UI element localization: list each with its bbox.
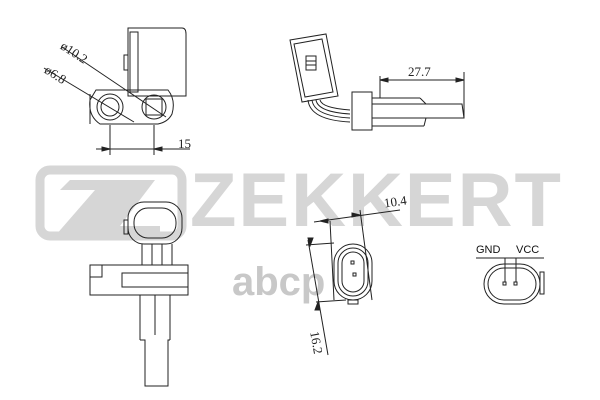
sensor-side-view bbox=[43, 27, 190, 155]
pin-label-vcc: VCC bbox=[516, 244, 540, 256]
pin-label-gnd: GND bbox=[476, 244, 501, 256]
sensor-front-view bbox=[89, 201, 189, 387]
connector-dim-view bbox=[305, 209, 401, 356]
watermark-brand: ZEKKERT bbox=[190, 158, 563, 243]
dim-spacing: 15 bbox=[178, 136, 191, 151]
sensor-cable-view bbox=[289, 33, 465, 131]
dim-cable-length: 27.7 bbox=[408, 64, 431, 79]
dim-connector-width: 10.4 bbox=[382, 192, 408, 211]
pinout-view bbox=[476, 257, 545, 305]
watermark-sub: abcp bbox=[232, 260, 326, 304]
